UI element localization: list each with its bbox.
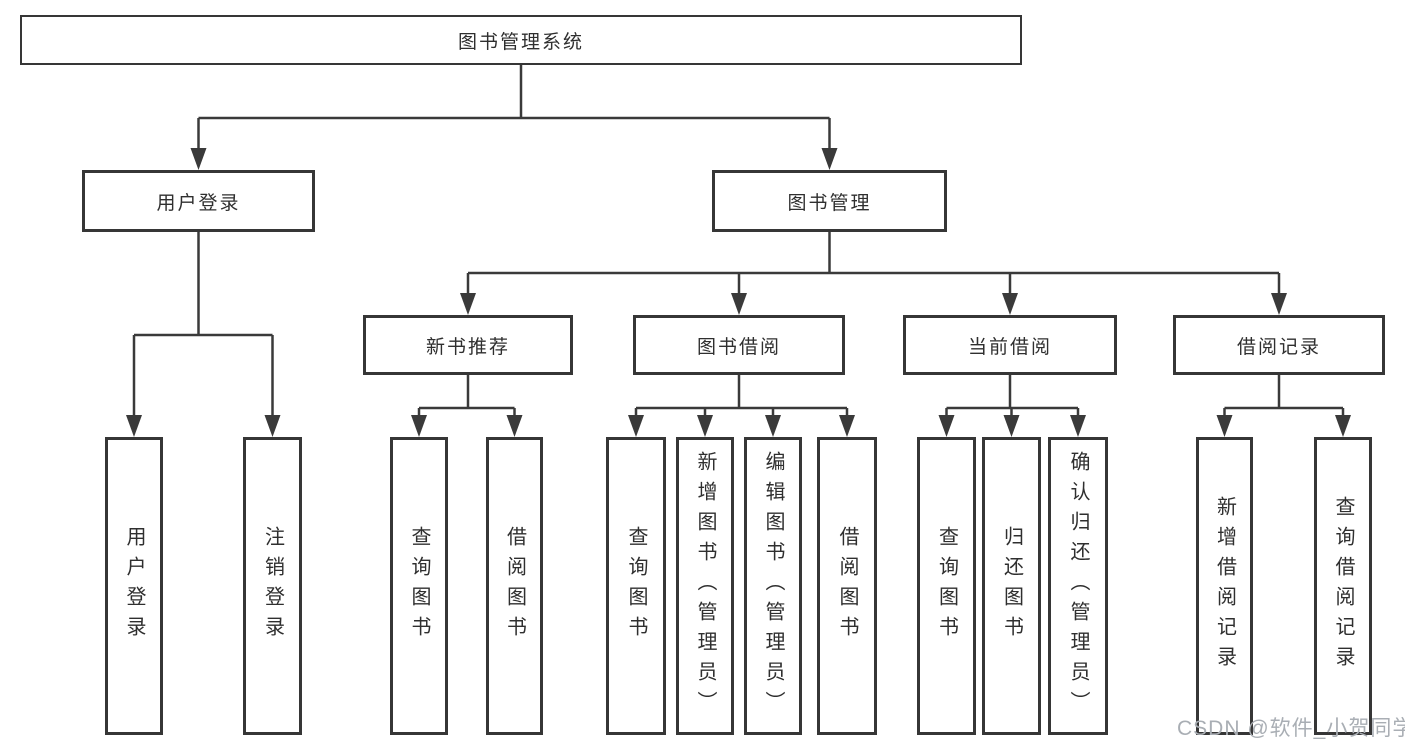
leaf-query-borrow-record: 查询借阅记录: [1314, 437, 1372, 735]
arrowhead-down-icon: [938, 415, 955, 437]
leaf-query-books-1: 查询图书: [390, 437, 448, 735]
leaf-add-borrow-record: 新增借阅记录: [1196, 437, 1253, 735]
arrowhead-down-icon: [1216, 415, 1233, 437]
leaf-borrow-books-2: 借阅图书: [817, 437, 877, 735]
arrowhead-down-icon: [190, 148, 207, 170]
leaf-query-books-3: 查询图书: [917, 437, 976, 735]
arrowhead-down-icon: [126, 415, 142, 437]
leaf-query-books-2: 查询图书: [606, 437, 666, 735]
node-borrowing-records: 借阅记录: [1173, 315, 1385, 375]
node-current-borrowing: 当前借阅: [903, 315, 1117, 375]
arrowhead-down-icon: [1002, 293, 1018, 315]
arrowhead-down-icon: [1070, 415, 1086, 437]
arrowhead-down-icon: [765, 415, 781, 437]
leaf-add-books-admin: 新增图书（管理员）: [676, 437, 734, 735]
arrowhead-down-icon: [506, 415, 523, 437]
leaf-user-login: 用户登录: [105, 437, 163, 735]
csdn-watermark: CSDN @软件_小贺同学: [1177, 717, 1405, 740]
leaf-return-books: 归还图书: [982, 437, 1041, 735]
node-book-borrowing: 图书借阅: [633, 315, 845, 375]
arrowhead-down-icon: [839, 415, 855, 437]
arrowhead-down-icon: [628, 415, 644, 437]
arrowhead-down-icon: [411, 415, 427, 437]
node-book-management: 图书管理: [712, 170, 947, 232]
arrowhead-down-icon: [821, 148, 838, 170]
arrowhead-down-icon: [1271, 293, 1287, 315]
arrowhead-down-icon: [264, 415, 281, 437]
arrowhead-down-icon: [1003, 415, 1020, 437]
leaf-borrow-books-1: 借阅图书: [486, 437, 543, 735]
node-new-book-recommend: 新书推荐: [363, 315, 573, 375]
arrowhead-down-icon: [1335, 415, 1351, 437]
arrowhead-down-icon: [697, 415, 713, 437]
arrowhead-down-icon: [731, 293, 747, 315]
arrowhead-down-icon: [460, 293, 476, 315]
node-user-login: 用户登录: [82, 170, 315, 232]
leaf-logout: 注销登录: [243, 437, 302, 735]
leaf-confirm-return-admin: 确认归还（管理员）: [1048, 437, 1108, 735]
node-library-management-system: 图书管理系统: [20, 15, 1022, 65]
leaf-edit-books-admin: 编辑图书（管理员）: [744, 437, 802, 735]
